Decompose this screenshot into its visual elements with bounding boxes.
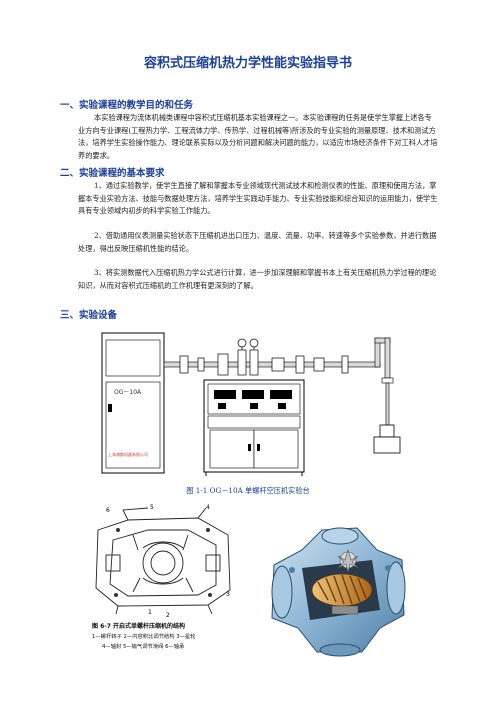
- callout-3: 3: [226, 591, 230, 598]
- document-title: 容积式压缩机热力学性能实验指导书: [143, 56, 352, 71]
- section-2-paragraph-3: 3、将实测数据代入压缩机热力学公式进行计算，进一步加深理解和掌握书本上有关压缩机…: [78, 268, 437, 290]
- section-2-paragraph-2: 2、借助通用仪表测量实验状态下压缩机进出口压力、温度、流量、功率、转速等多个实验…: [78, 231, 437, 253]
- company-label: 上海浦都机器有限公司: [108, 451, 148, 457]
- figure-1-caption: 图 1-1 OG－10A 单螺杆空压机实验台: [186, 486, 310, 495]
- section-heading-2: 二、实验课程的基本要求: [60, 168, 165, 179]
- figure-2-caption: 图 6-7 开启式单螺杆压缩机的结构 1—螺杆转子 2—内容积比调节结构 3—星…: [92, 622, 196, 650]
- figure-2-caption-title: 图 6-7 开启式单螺杆压缩机的结构: [92, 622, 185, 630]
- outlet-stand: [379, 424, 395, 438]
- section-1-paragraph: 本实验课程为流体机械类课程中容积式压缩机基本实验课程之一。本实验课程的任务是使学…: [78, 113, 438, 160]
- section-heading-3: 三、实验设备: [60, 310, 118, 321]
- figure-2-caption-line-2: 4—轴封 5—输气调节滑阀 6—轴承: [102, 642, 185, 650]
- callout-2: 2: [166, 612, 170, 618]
- callout-6: 6: [106, 507, 110, 514]
- test-bench-diagram: OG－10A 上海浦都机器有限公司: [101, 332, 401, 476]
- screw-rotor: [311, 573, 373, 607]
- star-wheel: [337, 548, 359, 573]
- callout-5: 5: [150, 504, 154, 511]
- section-2-paragraph-1: 1、通过实验教学，使学生直接了解和掌握本专业领域现代测试技术和检测仪表的性能、原…: [78, 181, 438, 215]
- callout-4: 4: [206, 504, 210, 511]
- figure-2-caption-line-1: 1—螺杆转子 2—内容积比调节结构 3—星轮: [92, 632, 196, 640]
- screw-compressor-cutaway: [271, 527, 406, 657]
- compressor-structure-drawing: 6 5 4 3 1 2: [95, 504, 231, 618]
- cabinet-model-label: OG－10A: [114, 389, 142, 396]
- callout-1: 1: [148, 609, 152, 616]
- section-heading-1: 一、实验课程的教学目的和任务: [60, 100, 194, 111]
